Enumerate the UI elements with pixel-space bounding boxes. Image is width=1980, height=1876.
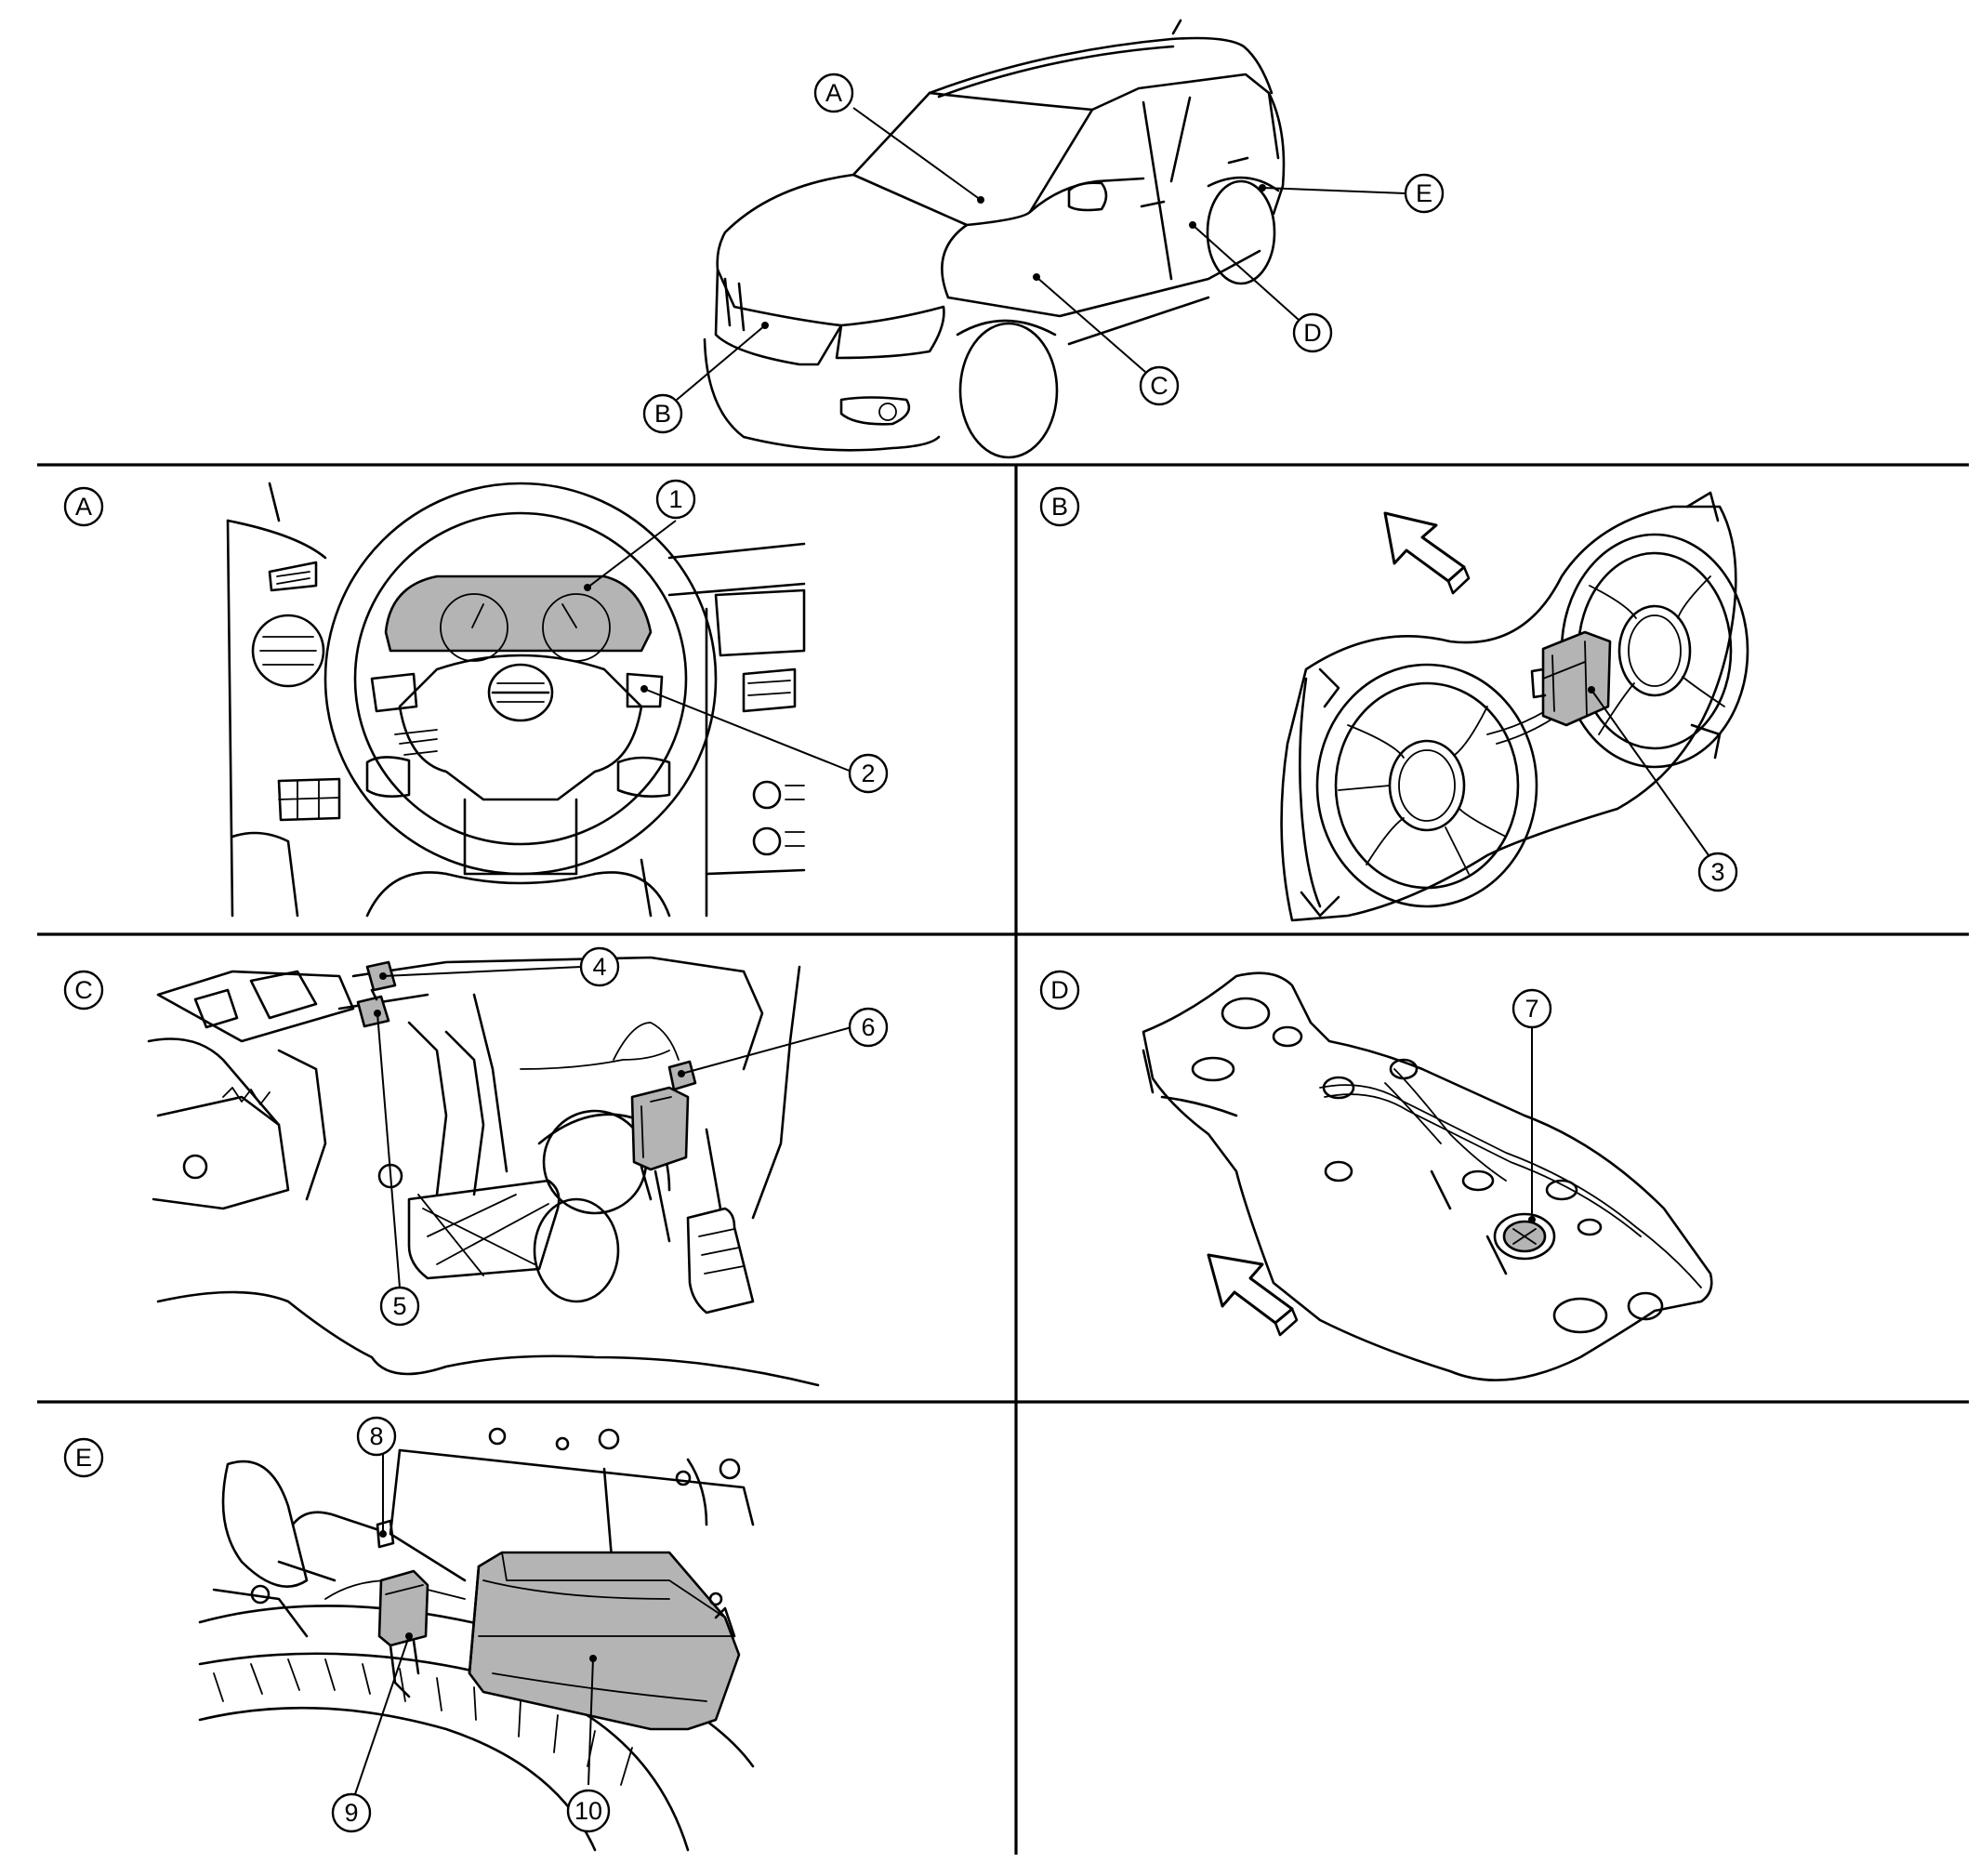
- part-callout-7: 7: [1511, 988, 1552, 1029]
- panel-label-b: B: [1039, 486, 1080, 527]
- svg-text:10: 10: [574, 1797, 602, 1825]
- part-callout-2: 2: [848, 753, 889, 794]
- panel-label-d: D: [1039, 970, 1080, 1011]
- part-callout-1: 1: [655, 479, 696, 520]
- svg-text:D: D: [1050, 976, 1069, 1004]
- svg-text:A: A: [825, 79, 842, 107]
- panel-label-a: A: [63, 486, 104, 527]
- vehicle-locator-c: C: [1139, 365, 1180, 406]
- part-callout-10: 10: [566, 1789, 611, 1833]
- panel-e-rear-underbody: E: [63, 1416, 755, 1852]
- svg-text:7: 7: [1525, 995, 1538, 1023]
- svg-text:E: E: [1416, 179, 1432, 207]
- panel-label-e: E: [63, 1437, 104, 1478]
- part-callout-4: 4: [579, 946, 620, 987]
- svg-text:4: 4: [592, 953, 606, 981]
- panel-b-cooling-fan: B 3: [1039, 486, 1749, 922]
- vehicle-overview: A B C D E: [642, 19, 1445, 459]
- svg-text:D: D: [1303, 319, 1322, 347]
- vehicle-locator-d: D: [1292, 312, 1333, 353]
- part-callout-6: 6: [848, 1007, 889, 1048]
- svg-text:E: E: [75, 1444, 92, 1472]
- panel-label-c: C: [63, 970, 104, 1011]
- svg-text:1: 1: [668, 485, 682, 513]
- vehicle-locator-e: E: [1404, 173, 1445, 214]
- part-callout-3: 3: [1697, 852, 1738, 892]
- front-direction-arrow-icon: [1383, 511, 1471, 595]
- svg-text:B: B: [1051, 493, 1068, 521]
- panel-a-cockpit: A: [63, 479, 889, 918]
- part-callout-5: 5: [379, 1286, 420, 1327]
- panel-dividers: [37, 463, 1969, 1855]
- svg-text:9: 9: [344, 1799, 358, 1827]
- panel-c-pedal-area: C: [63, 946, 889, 1387]
- vehicle-locator-a: A: [813, 73, 854, 113]
- part-callout-8: 8: [356, 1416, 397, 1457]
- vehicle-locator-b: B: [642, 393, 683, 434]
- svg-text:3: 3: [1710, 858, 1724, 886]
- panel-d-fuel-tank: D 7: [1039, 970, 1713, 1381]
- part-callout-9: 9: [331, 1792, 372, 1833]
- svg-text:8: 8: [369, 1422, 383, 1450]
- svg-text:B: B: [654, 400, 671, 428]
- svg-text:6: 6: [861, 1013, 875, 1041]
- svg-text:C: C: [74, 976, 93, 1004]
- svg-text:C: C: [1150, 372, 1168, 400]
- svg-text:A: A: [75, 493, 92, 521]
- svg-text:2: 2: [861, 760, 875, 787]
- front-direction-arrow-icon: [1207, 1253, 1299, 1337]
- svg-text:5: 5: [392, 1292, 406, 1320]
